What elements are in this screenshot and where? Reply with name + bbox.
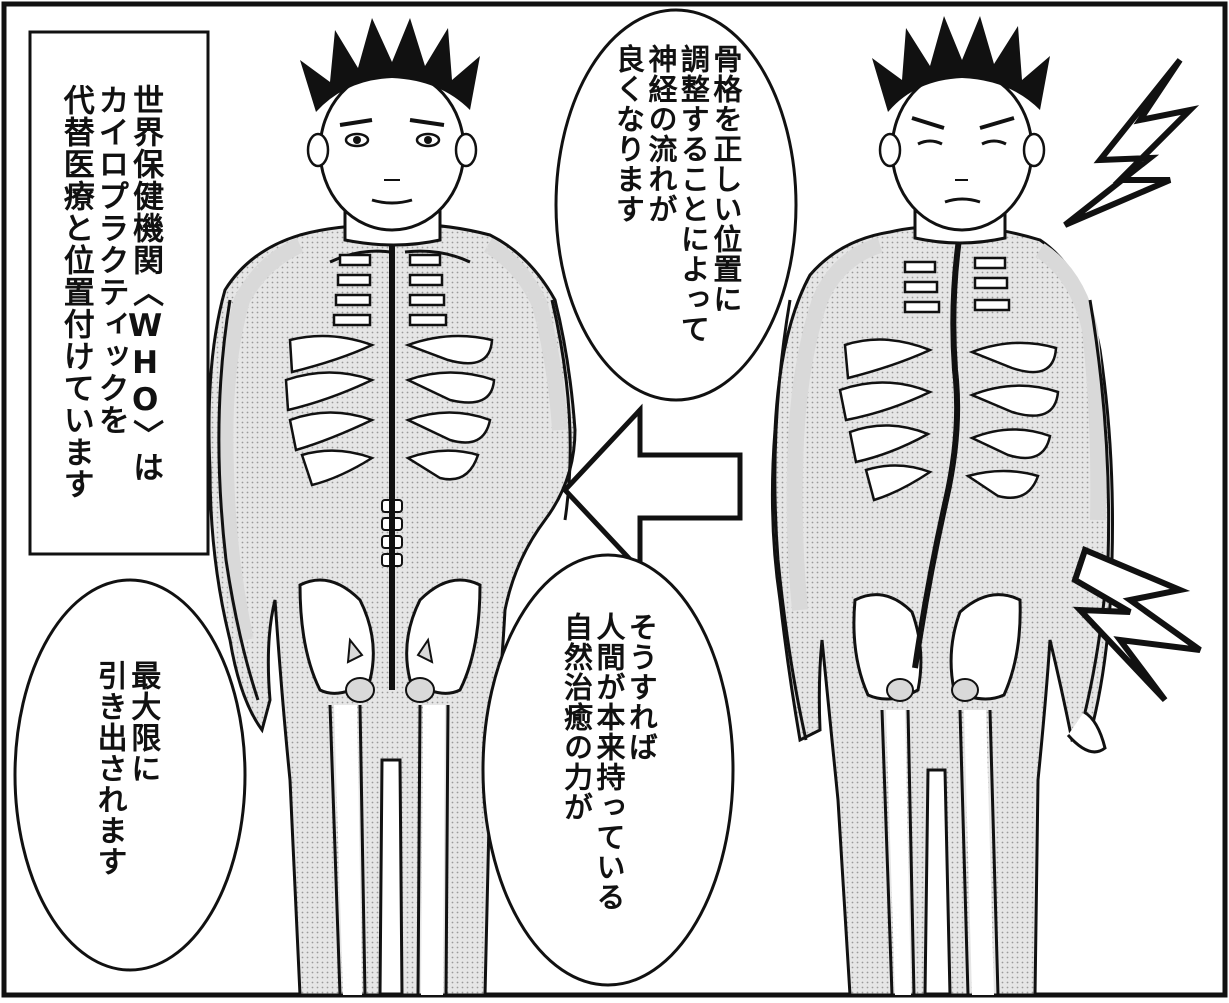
figure-misaligned (770, 16, 1114, 997)
bubble-line: 神経の流れが (643, 44, 678, 224)
speech-bubble-left-text: 最大限に 引き出されます (91, 660, 161, 877)
speech-bubble-top (554, 8, 798, 402)
speech-bubble-left (13, 578, 247, 972)
caption-text: 世界保健機関〈WHO〉は カイロプラクティックを 代替医療と位置付けています (57, 84, 164, 500)
speech-bubble-middle (481, 553, 735, 987)
bubble-line: 最大限に (125, 660, 161, 784)
speech-bubble-middle-text: そうすれば 人間が本来持っている 自然治癒の力が (559, 612, 659, 912)
caption-line: 世界保健機関〈WHO〉は (127, 84, 164, 483)
bubble-line: 調整することによって (676, 44, 711, 344)
caption-box (28, 30, 210, 556)
bubble-line: 良くなります (611, 44, 646, 224)
bubble-line: 自然治癒の力が (559, 612, 594, 822)
bubble-line: そうすれば (624, 612, 659, 762)
spine-curved (912, 231, 963, 669)
arrow-left-icon (561, 403, 743, 577)
bubble-line: 人間が本来持っている (591, 612, 626, 912)
caption-line: 代替医療と位置付けています (57, 84, 94, 500)
bubble-line: 骨格を正しい位置に (708, 44, 743, 314)
lightning-pain-icon (1063, 58, 1202, 703)
speech-bubble-top-text: 骨格を正しい位置に 調整することによって 神経の流れが 良くなります (611, 44, 743, 344)
bubble-line: 引き出されます (91, 660, 127, 877)
caption-line: カイロプラクティックを (92, 84, 129, 436)
